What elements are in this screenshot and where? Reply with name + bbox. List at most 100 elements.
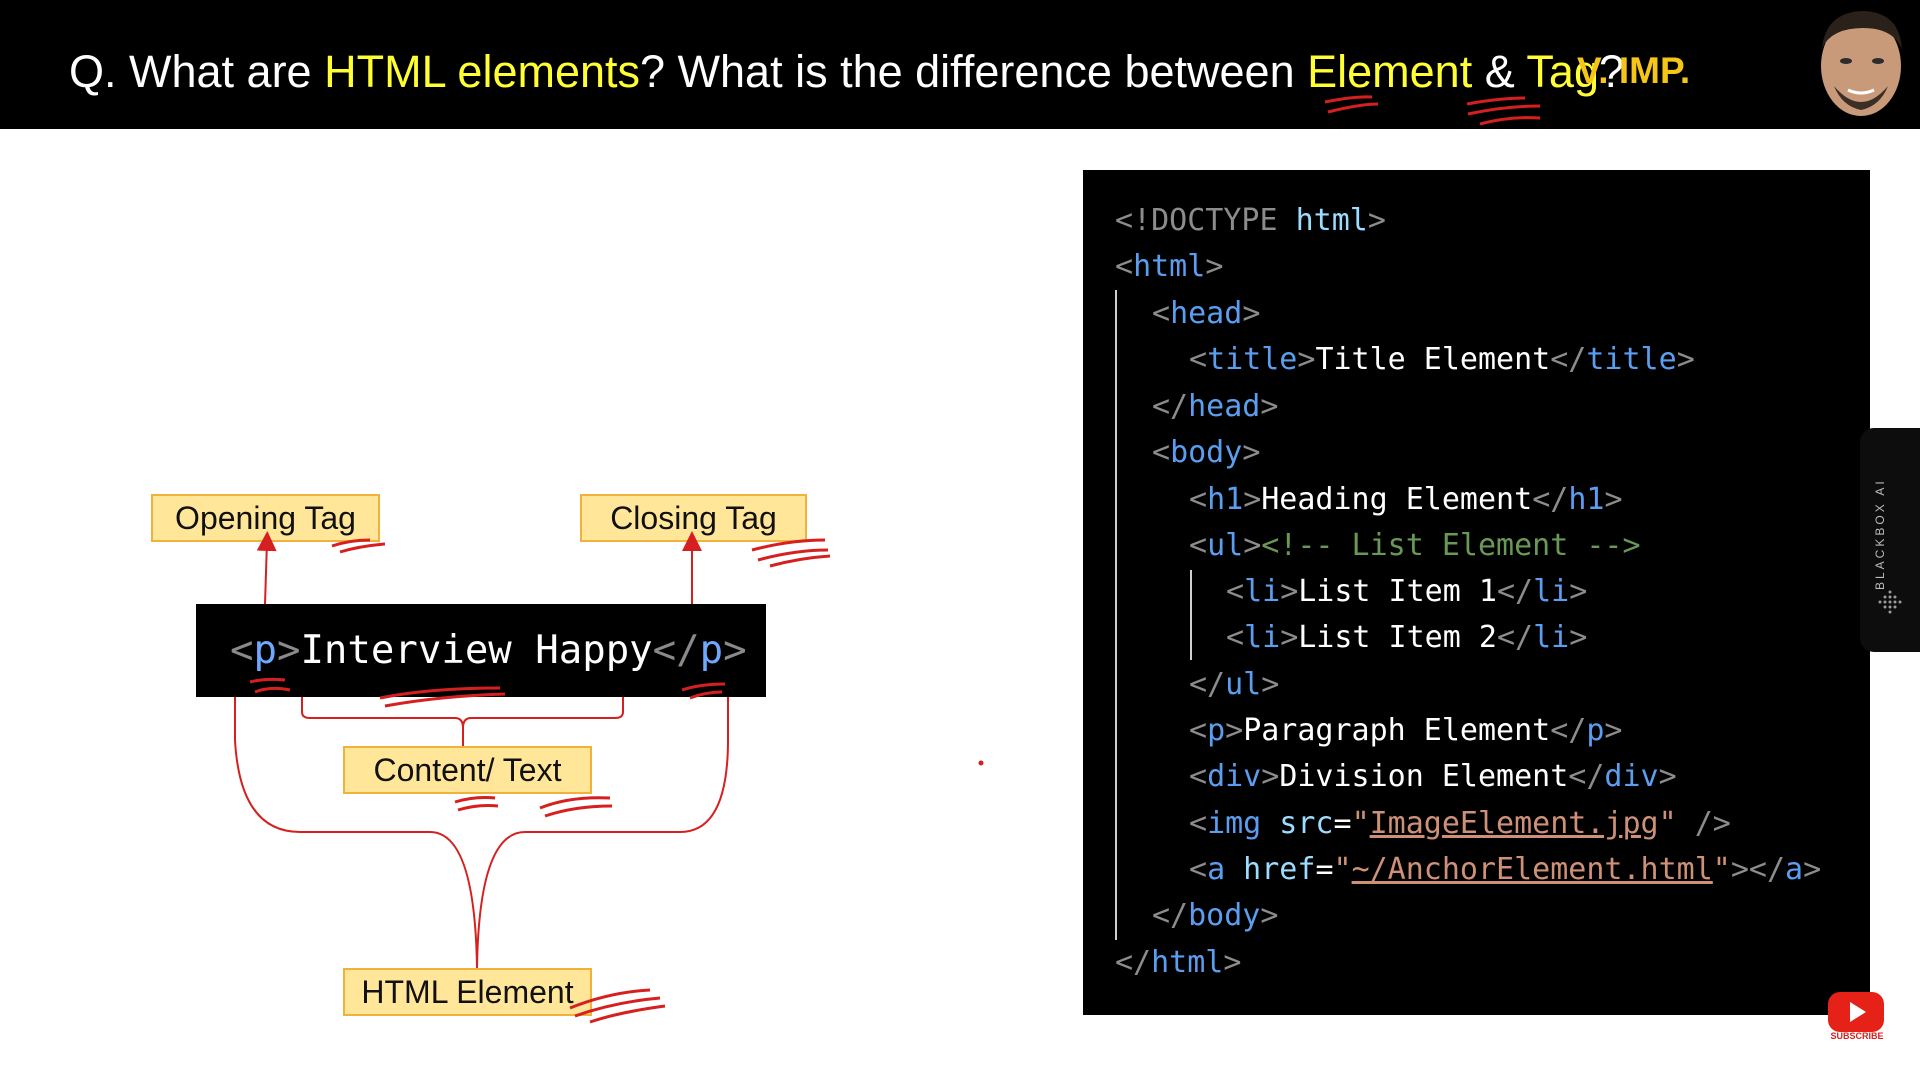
code-token: </ [1115, 945, 1152, 980]
code-token: </ [1152, 389, 1189, 424]
code-token: > [1297, 342, 1316, 377]
code-token: " [1333, 852, 1352, 887]
code-token: head [1188, 389, 1261, 424]
importance-badge: V. IMP. [1577, 50, 1691, 91]
code-token: > [1243, 528, 1262, 563]
title-part: Q. What are [69, 46, 325, 97]
code-token: ></ [1730, 852, 1786, 887]
code-token: < [1115, 249, 1134, 284]
code-token: h1 [1207, 482, 1244, 517]
code-token: " [1351, 806, 1370, 841]
code-token: /> [1676, 806, 1731, 841]
code-token: p [1586, 713, 1605, 748]
stray-dot [978, 760, 984, 766]
code-token: < [1189, 759, 1208, 794]
code-token: < [1152, 435, 1171, 470]
code-token: img [1207, 806, 1262, 841]
code-token: > [1205, 249, 1224, 284]
indent-guide-ul [1190, 570, 1192, 660]
code-token: > [1242, 296, 1261, 331]
code-token: < [1189, 806, 1208, 841]
page-title: Q. What are HTML elements? What is the d… [69, 46, 1624, 98]
content-text-text: Content/ Text [373, 751, 562, 788]
code-token: < [1226, 620, 1245, 655]
closing-bracket-end: > [723, 628, 747, 673]
code-line-anchor: <a href="~/AnchorElement.html"></a> [1189, 855, 1821, 885]
opening-bracket: < [230, 628, 254, 673]
code-token: > [1242, 435, 1261, 470]
code-token: List Item 2 [1298, 620, 1497, 655]
blackbox-ai-label: BLACKBOX AI [1873, 478, 1887, 590]
indent-guide-html [1115, 290, 1117, 940]
code-token: < [1189, 342, 1208, 377]
code-token: title [1586, 342, 1677, 377]
code-token: div [1207, 759, 1262, 794]
code-token: > [1676, 342, 1695, 377]
blackbox-dots-icon [1878, 590, 1902, 614]
code-line-div: <div>Division Element</div> [1189, 762, 1677, 792]
code-token: href [1225, 852, 1316, 887]
code-token: > [1569, 574, 1588, 609]
code-line-html-open: <html> [1115, 252, 1223, 282]
code-token: > [1658, 759, 1677, 794]
code-line-head-open: <head> [1152, 299, 1260, 329]
code-token: head [1170, 296, 1243, 331]
code-token: " [1712, 852, 1731, 887]
title-part: ? [1598, 46, 1625, 97]
element-brace [234, 697, 729, 969]
code-token: title [1207, 342, 1298, 377]
code-token: body [1170, 435, 1243, 470]
opening-tag-label: Opening Tag [151, 494, 380, 542]
code-line-body-close: </body> [1152, 901, 1278, 931]
html-element-label: HTML Element [343, 968, 592, 1016]
code-token: Division Element [1279, 759, 1569, 794]
presenter-avatar [1821, 11, 1902, 116]
code-line-title: <title>Title Element</title> [1189, 345, 1695, 375]
code-token: </ [1550, 342, 1587, 377]
code-token: li [1533, 574, 1570, 609]
title-part: & [1472, 46, 1527, 97]
code-token: > [1604, 713, 1623, 748]
code-token: < [1189, 528, 1208, 563]
code-token: </ [1496, 620, 1534, 655]
code-token: List Item 1 [1298, 574, 1497, 609]
code-link: ~/AnchorElement.html [1351, 852, 1713, 887]
code-token: a [1207, 852, 1226, 887]
subscribe-label[interactable]: SUBSCRIBE [1830, 1031, 1884, 1041]
code-token: < [1226, 574, 1245, 609]
closing-tag-text: Closing Tag [610, 499, 777, 536]
code-token: html [1133, 249, 1206, 284]
closing-tag-name: p [699, 628, 724, 673]
code-token: <!DOCTYPE [1115, 203, 1278, 238]
code-line-doctype: <!DOCTYPE html> [1115, 206, 1386, 236]
code-line-html-close: </html> [1115, 948, 1241, 978]
closing-tag-label: Closing Tag [580, 494, 807, 542]
code-line-p: <p>Paragraph Element</p> [1189, 716, 1622, 746]
header-bar [0, 0, 1920, 129]
subscribe-play-icon[interactable] [1826, 984, 1886, 1044]
code-token: < [1152, 296, 1171, 331]
code-token: > [1260, 898, 1279, 933]
code-token: </ [1568, 759, 1605, 794]
code-line-h1: <h1>Heading Element</h1> [1189, 485, 1623, 515]
code-token: </ [1532, 482, 1569, 517]
code-token: </ [1189, 667, 1226, 702]
blackbox-ai-tab[interactable] [1860, 428, 1920, 652]
code-comment: <!-- List Element --> [1261, 528, 1641, 563]
code-line-li1: <li>List Item 1</li> [1226, 577, 1587, 607]
code-line-img: <img src="ImageElement.jpg" /> [1189, 809, 1731, 839]
code-line-body-open: <body> [1152, 438, 1260, 468]
code-token: a [1785, 852, 1804, 887]
title-highlight: HTML elements [324, 46, 641, 97]
example-content: Interview Happy [300, 628, 653, 673]
code-token: > [1569, 620, 1588, 655]
code-token: li [1533, 620, 1570, 655]
code-line-ul-close: </ul> [1189, 670, 1279, 700]
code-token: </ [1496, 574, 1534, 609]
code-token: </ [1152, 898, 1189, 933]
code-token: > [1261, 667, 1280, 702]
code-token: = [1315, 852, 1334, 887]
html-element-text: HTML Element [361, 973, 574, 1010]
code-token: Title Element [1315, 342, 1551, 377]
code-token: > [1225, 713, 1244, 748]
